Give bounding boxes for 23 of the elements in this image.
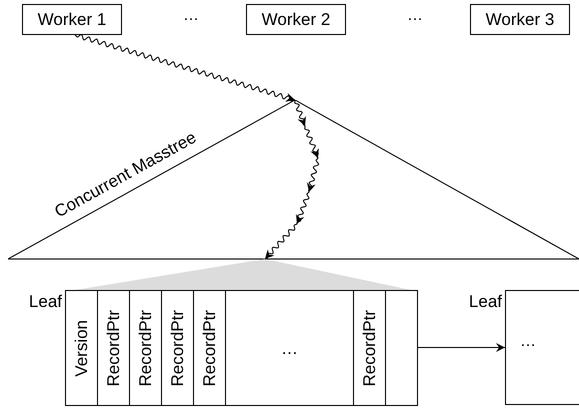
field-label: Version <box>73 320 90 376</box>
field-label: RecordPtr <box>201 310 218 386</box>
worker-box <box>22 4 122 35</box>
worker-label: Worker 1 <box>38 11 106 28</box>
ellipsis: … <box>281 340 298 356</box>
worker-box <box>246 4 346 35</box>
field-label: RecordPtr <box>361 310 378 386</box>
arrow <box>416 343 506 352</box>
worker-label: Worker 3 <box>486 11 554 28</box>
field-label: RecordPtr <box>137 310 154 386</box>
arrow <box>264 100 320 260</box>
worker-label: Worker 2 <box>262 11 330 28</box>
arrow <box>74 34 296 102</box>
next-pointer-cell <box>385 290 418 406</box>
tree-triangle <box>8 100 579 259</box>
ellipsis: … <box>183 8 199 24</box>
leaf-label: Leaf <box>468 293 502 310</box>
ellipsis: … <box>520 334 536 350</box>
ellipsis: … <box>407 8 423 24</box>
field-label: RecordPtr <box>169 310 186 386</box>
field-label: RecordPtr <box>105 310 122 386</box>
leaf-label: Leaf <box>28 293 62 310</box>
worker-box <box>470 4 570 35</box>
